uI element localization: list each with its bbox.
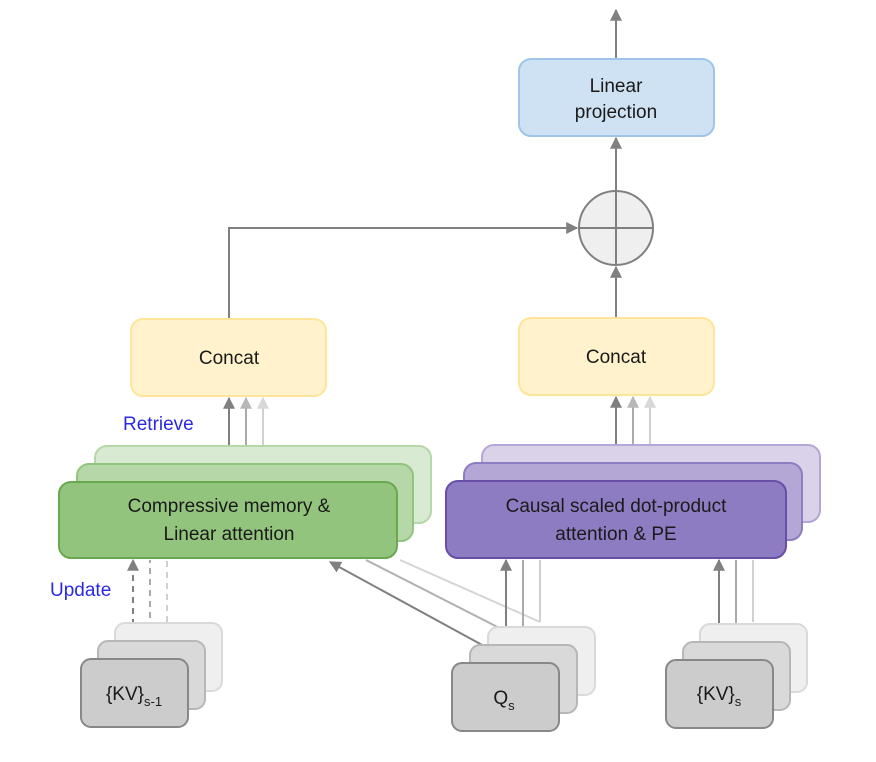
query-to-memory-arrow-3 [399,559,541,623]
update-label: Update [50,580,111,601]
query-to-memory-arrow-1 [328,561,507,659]
concat-right-box [518,317,715,396]
kv-cur-block [665,659,774,729]
memory-block-line2: Linear attention [164,524,295,545]
linear-projection-line1: Linear [590,76,643,97]
memory-to-sum-arrow [228,222,579,318]
linear-projection-line2: projection [575,102,657,123]
kv-prev-label: {KV}s-1 [106,684,162,709]
query-label: Qs [493,688,515,713]
attention-block [445,480,787,559]
attention-block-line2: attention & PE [555,524,676,545]
kv-cur-label: {KV}s [697,684,742,709]
concat-left-label: Concat [199,348,260,369]
concat-left-box [130,318,327,397]
retrieve-label: Retrieve [123,414,194,435]
memory-block [58,481,398,559]
memory-block-line1: Compressive memory & [128,496,331,517]
kv-prev-block [80,658,189,728]
query-block [451,662,560,732]
linear-projection-box [518,58,715,137]
concat-right-label: Concat [586,347,647,368]
attention-block-line1: Causal scaled dot-product [506,496,727,517]
